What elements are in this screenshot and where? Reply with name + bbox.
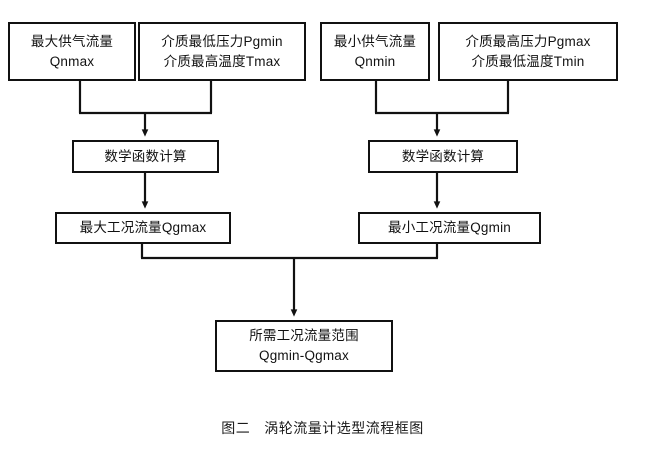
node-min-working-flow-qgmin: 最小工况流量Qgmin — [358, 212, 541, 244]
node-math-function-calculation-right: 数学函数计算 — [368, 140, 518, 173]
node-calc-right-label: 数学函数计算 — [401, 148, 485, 164]
node-range-line2: Qgmin-Qgmax — [259, 348, 349, 363]
node-qnmax-line1: 最大供气流量 — [30, 33, 114, 49]
node-pgmin-line1: 介质最低压力Pgmin — [161, 33, 283, 49]
node-calc-left-label: 数学函数计算 — [104, 148, 187, 164]
node-max-supply-flow: 最大供气流量 Qnmax — [8, 22, 136, 81]
node-math-function-calculation-left: 数学函数计算 — [72, 140, 219, 173]
node-pgmax-line2: 介质最低温度Tmin — [471, 53, 585, 69]
node-qgmin-label: 最小工况流量Qgmin — [388, 220, 511, 236]
figure-caption-title: 涡轮流量计选型流程框图 — [264, 420, 424, 436]
figure-caption: 图二涡轮流量计选型流程框图 — [0, 418, 645, 438]
node-required-working-flow-range: 所需工况流量范围 Qgmin-Qgmax — [215, 320, 393, 372]
node-pgmin-line2: 介质最高温度Tmax — [163, 53, 281, 69]
figure-caption-label: 图二 — [221, 420, 251, 436]
node-pgmax-line1: 介质最高压力Pgmax — [465, 33, 591, 49]
node-qgmax-label: 最大工况流量Qgmax — [79, 220, 207, 236]
node-min-supply-flow: 最小供气流量 Qnmin — [320, 22, 430, 81]
node-qnmin-line1: 最小供气流量 — [333, 33, 417, 49]
node-range-line1: 所需工况流量范围 — [249, 328, 359, 344]
node-max-working-flow-qgmax: 最大工况流量Qgmax — [55, 212, 231, 244]
node-max-pressure-min-temp: 介质最高压力Pgmax 介质最低温度Tmin — [438, 22, 618, 81]
node-qnmax-line2: Qnmax — [49, 53, 95, 69]
node-min-pressure-max-temp: 介质最低压力Pgmin 介质最高温度Tmax — [138, 22, 306, 81]
node-qnmin-line2: Qnmin — [354, 53, 396, 69]
